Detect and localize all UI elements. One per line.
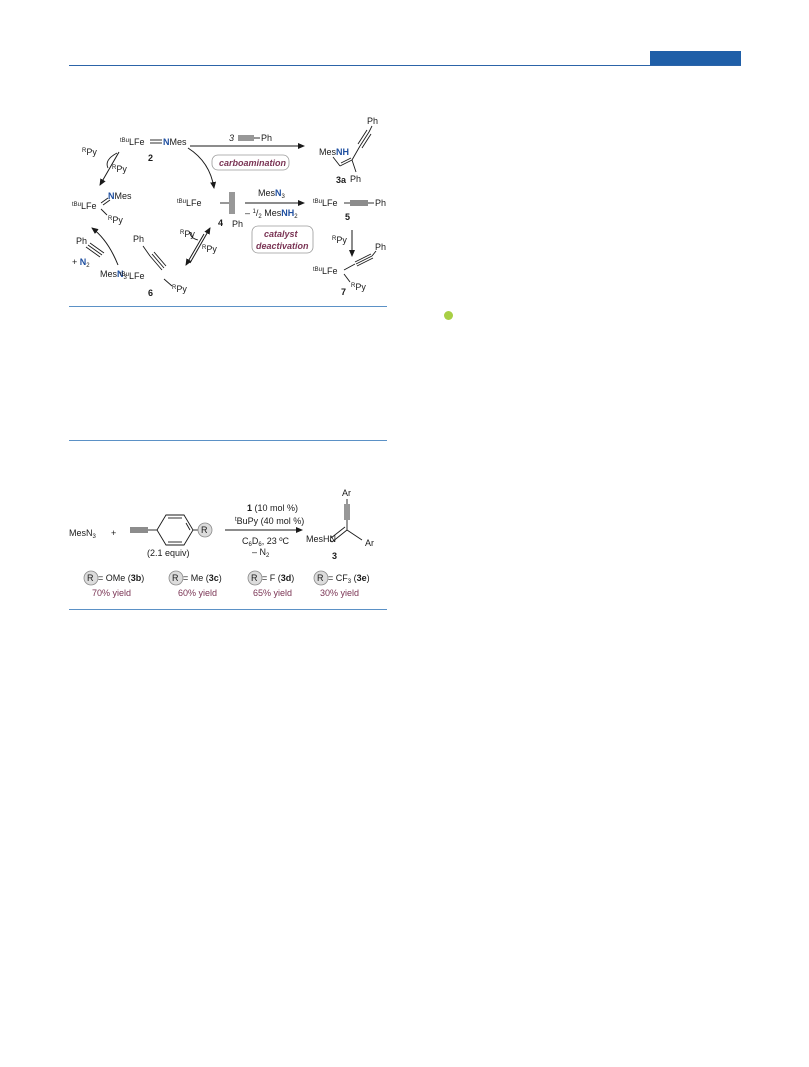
scheme2-bottom-rule bbox=[69, 609, 387, 610]
bottom-left-mesn3: MesN3 bbox=[100, 269, 128, 281]
complex6-label: tBuLFe bbox=[120, 271, 145, 281]
green-bullet-icon bbox=[444, 311, 453, 320]
scheme2-reagent: MesN3 bbox=[69, 528, 97, 540]
complex6-phenyl: Ph bbox=[133, 234, 144, 244]
example-3e: R = CF3 (3e) 30% yield bbox=[313, 570, 370, 598]
alkyne-equiv: 3 bbox=[229, 133, 234, 143]
solvent-line: C6D6, 23 ºC bbox=[242, 536, 289, 548]
pyridine-added: RPy bbox=[332, 235, 347, 245]
example-yield: 30% yield bbox=[320, 588, 359, 598]
example-formula: = F (3d) bbox=[262, 573, 294, 583]
product3a-phenyl-top: Ph bbox=[367, 116, 378, 126]
example-formula: = CF3 (3e) bbox=[328, 573, 370, 585]
alkyne-equiv: (2.1 equiv) bbox=[147, 548, 190, 558]
imido-left-complex: tBuLFe bbox=[72, 201, 97, 211]
product3a-phenyl-bottom: Ph bbox=[350, 174, 361, 184]
header-rule bbox=[69, 65, 741, 66]
product3-amine: MesHN bbox=[306, 534, 336, 544]
complex6-number: 6 bbox=[148, 288, 153, 298]
complex2-number: 2 bbox=[148, 153, 153, 163]
scheme2-plus: + bbox=[111, 528, 116, 538]
example-r: R bbox=[87, 573, 94, 583]
deactivation-box bbox=[251, 225, 314, 254]
example-formula: = Me (3c) bbox=[183, 573, 222, 583]
complex4-phenyl: Ph bbox=[232, 219, 243, 229]
scheme2-substrate-scope: MesN3 + R (2.1 equiv) 1 (10 mol %) tBuPy… bbox=[69, 488, 374, 598]
bottom-left-phenyl: Ph bbox=[76, 236, 87, 246]
complex2-label: tBuLFe bbox=[120, 137, 145, 147]
minus-n2-line: – N2 bbox=[252, 547, 270, 559]
r-group-label: R bbox=[201, 525, 208, 535]
mesn3-reagent: MesN3 bbox=[258, 188, 286, 200]
bottom-left-n2: + N2 bbox=[72, 257, 90, 269]
product3a-amine: MesNH bbox=[319, 147, 349, 157]
imido-left-pyridine: RPy bbox=[108, 215, 123, 225]
product3-ar-right: Ar bbox=[365, 538, 374, 548]
complex5-phenyl: Ph bbox=[375, 198, 386, 208]
deactivation-line2: deactivation bbox=[256, 241, 309, 251]
complex7-number: 7 bbox=[341, 287, 346, 297]
example-r: R bbox=[317, 573, 324, 583]
deactivation-line1: catalyst bbox=[264, 229, 299, 239]
py-mid-right: RPy bbox=[202, 244, 217, 254]
example-r: R bbox=[251, 573, 258, 583]
complex2-imido: NMes bbox=[163, 137, 187, 147]
complex5-label: tBuLFe bbox=[313, 198, 338, 208]
complex7-pyridine: RPy bbox=[351, 282, 366, 292]
complex6-pyridine: RPy bbox=[172, 284, 187, 294]
example-formula: = OMe (3b) bbox=[98, 573, 144, 583]
example-r: R bbox=[172, 573, 179, 583]
example-yield: 65% yield bbox=[253, 588, 292, 598]
imido-left-n: NMes bbox=[108, 191, 132, 201]
product3-ar-top: Ar bbox=[342, 488, 351, 498]
header-tab bbox=[650, 51, 741, 66]
example-yield: 60% yield bbox=[178, 588, 217, 598]
product3-number: 3 bbox=[332, 551, 337, 561]
complex7-phenyl: Ph bbox=[375, 242, 386, 252]
ligand-line: tBuPy (40 mol %) bbox=[235, 516, 304, 526]
product3a-number: 3a bbox=[336, 175, 347, 185]
complex7-label: tBuLFe bbox=[313, 266, 338, 276]
example-3c: R = Me (3c) 60% yield bbox=[168, 570, 222, 598]
byproduct-label: – 1/2 MesNH2 bbox=[245, 208, 298, 220]
py-top-right: RPy bbox=[112, 164, 127, 174]
scheme1-bottom-rule bbox=[69, 306, 387, 307]
complex4-number: 4 bbox=[218, 218, 223, 228]
catalyst-line: 1 (10 mol %) bbox=[247, 503, 298, 513]
alkyne-phenyl: Ph bbox=[261, 133, 272, 143]
carboamination-box bbox=[211, 154, 290, 171]
complex4-label: tBuLFe bbox=[177, 198, 202, 208]
scheme2-top-rule bbox=[69, 440, 387, 441]
example-3b: R = OMe (3b) 70% yield bbox=[83, 570, 144, 598]
carboamination-label: carboamination bbox=[219, 158, 287, 168]
example-3d: R = F (3d) 65% yield bbox=[247, 570, 294, 598]
scheme1-catalytic-cycle: tBuLFe NMes 2 3 Ph carboamination MesNH … bbox=[72, 116, 386, 298]
complex5-number: 5 bbox=[345, 212, 350, 222]
py-top-left: RPy bbox=[82, 147, 97, 157]
r-group-circle bbox=[197, 522, 213, 538]
example-yield: 70% yield bbox=[92, 588, 131, 598]
